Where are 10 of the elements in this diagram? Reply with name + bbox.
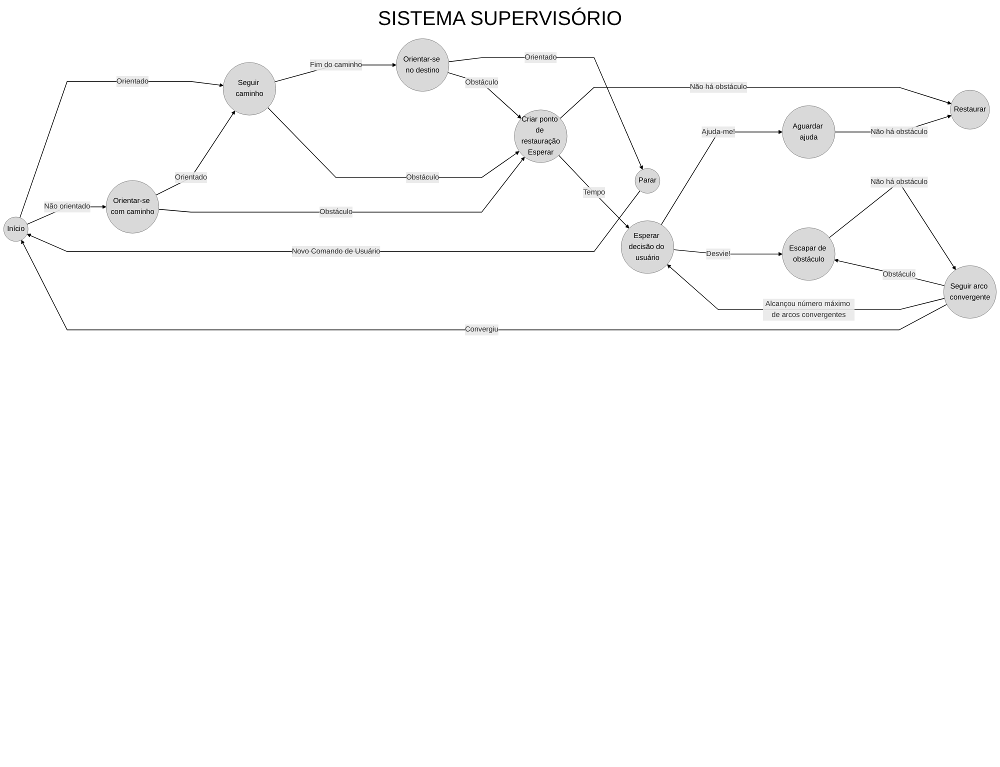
arrow [20,81,224,218]
arrow [447,72,522,119]
arrow [158,156,525,212]
arrow [156,110,236,196]
arrow [448,57,643,170]
diagram-title: SISTEMA SUPERVISÓRIO [376,8,624,31]
arrow [834,258,945,286]
arrow [667,264,945,310]
arrow [21,240,948,330]
arrow [558,155,630,228]
